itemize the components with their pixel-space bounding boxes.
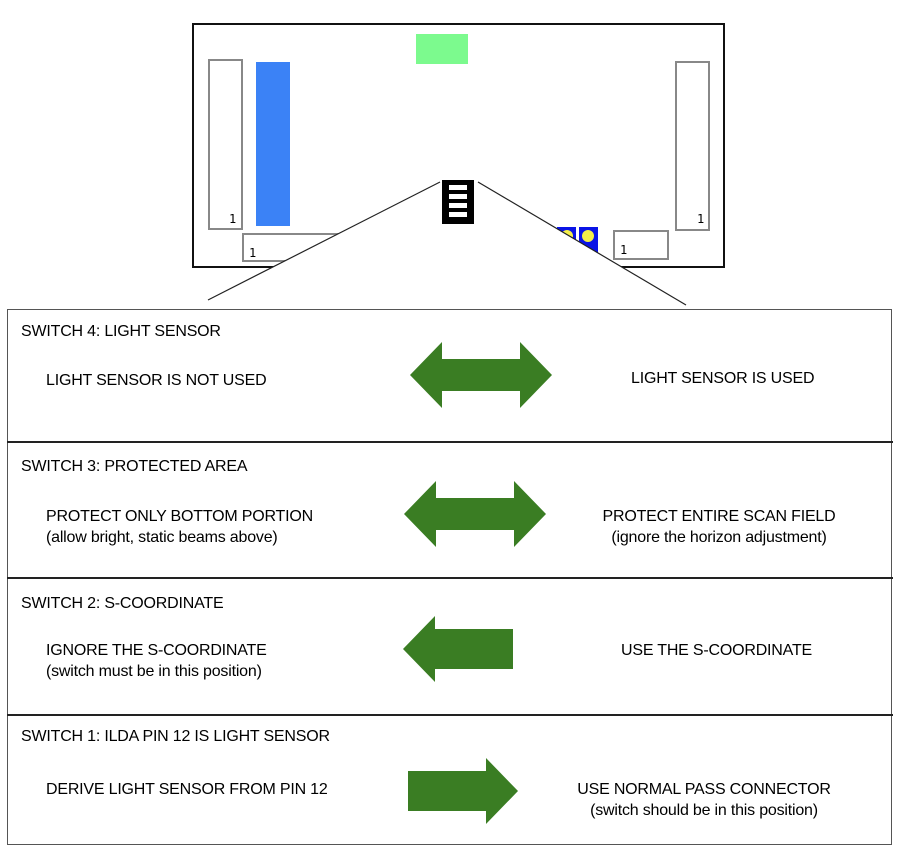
switch-title: SWITCH 3: PROTECTED AREA bbox=[21, 458, 248, 475]
switch-left-option: DERIVE LIGHT SENSOR FROM PIN 12 bbox=[46, 779, 328, 800]
switch-left-option: IGNORE THE S-COORDINATE (switch must be … bbox=[46, 640, 267, 682]
double-arrow-icon bbox=[404, 481, 546, 547]
option-label: LIGHT SENSOR IS NOT USED bbox=[46, 372, 267, 389]
switch-title: SWITCH 1: ILDA PIN 12 IS LIGHT SENSOR bbox=[21, 728, 330, 745]
option-label: PROTECT ENTIRE SCAN FIELD bbox=[602, 508, 836, 525]
connector-pin-label: 1 bbox=[249, 246, 256, 260]
option-label: USE NORMAL PASS CONNECTOR bbox=[577, 781, 831, 798]
bottom-right-connector bbox=[613, 230, 669, 260]
right-tall-connector bbox=[675, 61, 710, 231]
option-note: (ignore the horizon adjustment) bbox=[611, 529, 827, 546]
option-label: USE THE S-COORDINATE bbox=[621, 642, 812, 659]
option-note: (allow bright, static beams above) bbox=[46, 529, 278, 546]
row-divider bbox=[7, 577, 893, 579]
row-divider bbox=[7, 714, 893, 716]
zoom-line-left bbox=[207, 181, 441, 301]
option-label: IGNORE THE S-COORDINATE bbox=[46, 642, 267, 659]
dip-switch-icon bbox=[442, 180, 474, 224]
switch-left-option: LIGHT SENSOR IS NOT USED bbox=[46, 370, 267, 391]
option-label: DERIVE LIGHT SENSOR FROM PIN 12 bbox=[46, 781, 328, 798]
arrow-right-icon bbox=[408, 758, 518, 824]
arrow-left-icon bbox=[403, 616, 513, 682]
switch-right-option: LIGHT SENSOR IS USED bbox=[631, 368, 815, 389]
switch-left-option: PROTECT ONLY BOTTOM PORTION (allow brigh… bbox=[46, 506, 313, 548]
option-label: PROTECT ONLY BOTTOM PORTION bbox=[46, 508, 313, 525]
switch-right-option: USE NORMAL PASS CONNECTOR (switch should… bbox=[540, 779, 868, 821]
connector-pin-label: 1 bbox=[697, 212, 704, 226]
connector-pin-label: 1 bbox=[229, 212, 236, 226]
led-icon bbox=[582, 230, 594, 242]
option-note: (switch should be in this position) bbox=[590, 802, 818, 819]
switch-title: SWITCH 4: LIGHT SENSOR bbox=[21, 323, 221, 340]
zoom-wedge bbox=[208, 182, 686, 305]
circuit-board-diagram: 1 1 1 1 bbox=[192, 23, 725, 306]
status-block bbox=[416, 34, 468, 64]
switch-title: SWITCH 2: S-COORDINATE bbox=[21, 595, 224, 612]
option-label: LIGHT SENSOR IS USED bbox=[631, 370, 815, 387]
blue-bar bbox=[256, 62, 290, 226]
switch-right-option: PROTECT ENTIRE SCAN FIELD (ignore the ho… bbox=[572, 506, 866, 548]
left-tall-connector bbox=[208, 59, 243, 230]
row-divider bbox=[7, 441, 893, 443]
zoom-line-right bbox=[477, 181, 687, 306]
switch-right-option: USE THE S-COORDINATE bbox=[621, 640, 812, 661]
connector-pin-label: 1 bbox=[620, 243, 627, 257]
option-note: (switch must be in this position) bbox=[46, 663, 262, 680]
double-arrow-icon bbox=[410, 342, 552, 408]
